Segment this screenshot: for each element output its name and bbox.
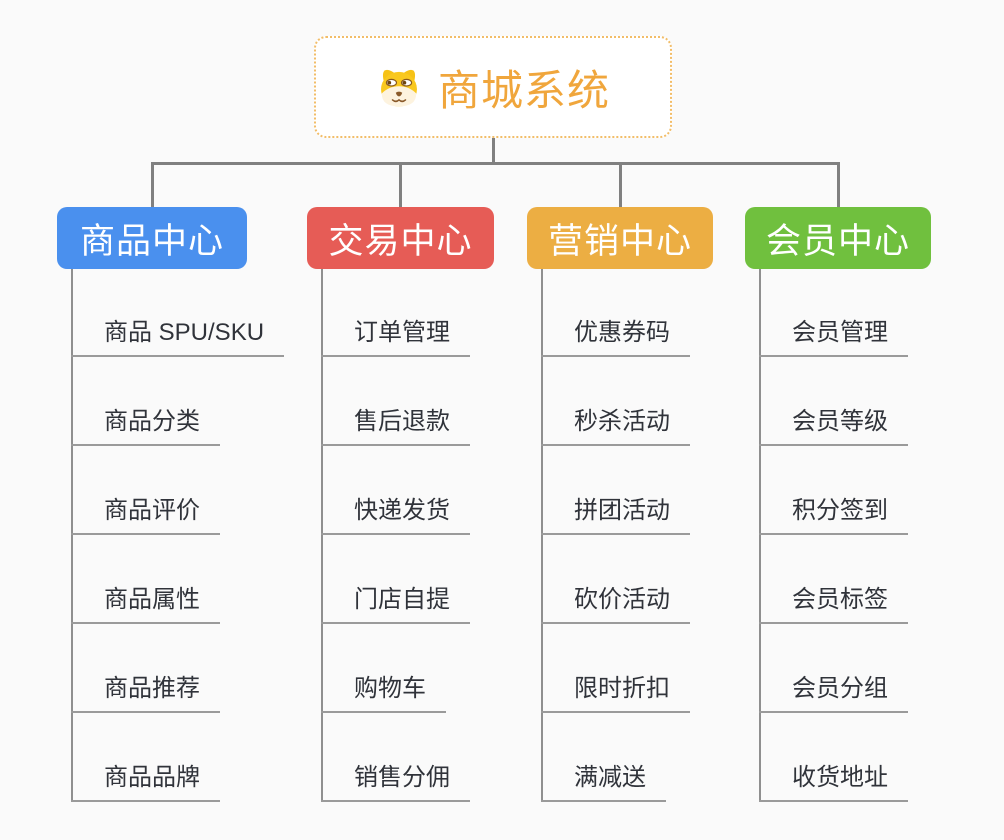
leaf-node[interactable]: 积分签到 [759,496,908,535]
shiba-dog-icon [381,69,417,107]
branch-stem-line [759,269,761,801]
leaf-node[interactable]: 商品分类 [71,407,220,446]
leaf-node[interactable]: 快递发货 [321,496,470,535]
branch-node-member-center[interactable]: 会员中心 [745,207,931,269]
leaf-node[interactable]: 限时折扣 [541,674,690,713]
connector-drop-marketing-center [618,162,622,207]
connector-rail [150,162,840,165]
leaf-node[interactable]: 砍价活动 [541,585,690,624]
branch-node-product-center[interactable]: 商品中心 [57,207,247,269]
connector-drop-member-center [836,162,840,207]
connector-drop-trade-center [399,162,402,207]
leaf-node[interactable]: 商品品牌 [71,763,220,802]
leaf-node[interactable]: 拼团活动 [541,496,690,535]
root-node[interactable]: 商城系统 [314,36,672,138]
branch-stem-line [71,269,73,801]
branch-node-marketing-center[interactable]: 营销中心 [527,207,713,269]
leaf-node[interactable]: 会员标签 [759,585,908,624]
leaf-node[interactable]: 商品推荐 [71,674,220,713]
branch-stem-line [321,269,323,801]
leaf-node[interactable]: 秒杀活动 [541,407,690,446]
branch-node-trade-center[interactable]: 交易中心 [307,207,494,269]
leaf-node[interactable]: 会员等级 [759,407,908,446]
leaf-node[interactable]: 会员分组 [759,674,908,713]
leaf-node[interactable]: 订单管理 [321,318,470,357]
leaf-node[interactable]: 优惠券码 [541,318,690,357]
connector-drop-product-center [150,162,154,207]
leaf-node[interactable]: 商品评价 [71,496,220,535]
leaf-node[interactable]: 商品 SPU/SKU [71,318,285,357]
leaf-node[interactable]: 销售分佣 [321,763,470,802]
leaf-node[interactable]: 收货地址 [759,763,908,802]
branch-stem-line [541,269,543,801]
leaf-node[interactable]: 售后退款 [321,407,470,446]
root-title: 商城系统 [437,66,610,114]
leaf-node[interactable]: 会员管理 [759,318,908,357]
leaf-node[interactable]: 满减送 [541,763,666,802]
leaf-node[interactable]: 商品属性 [71,585,220,624]
connector-root-stub [491,138,495,165]
leaf-node[interactable]: 门店自提 [321,585,470,624]
leaf-node[interactable]: 购物车 [321,674,446,713]
